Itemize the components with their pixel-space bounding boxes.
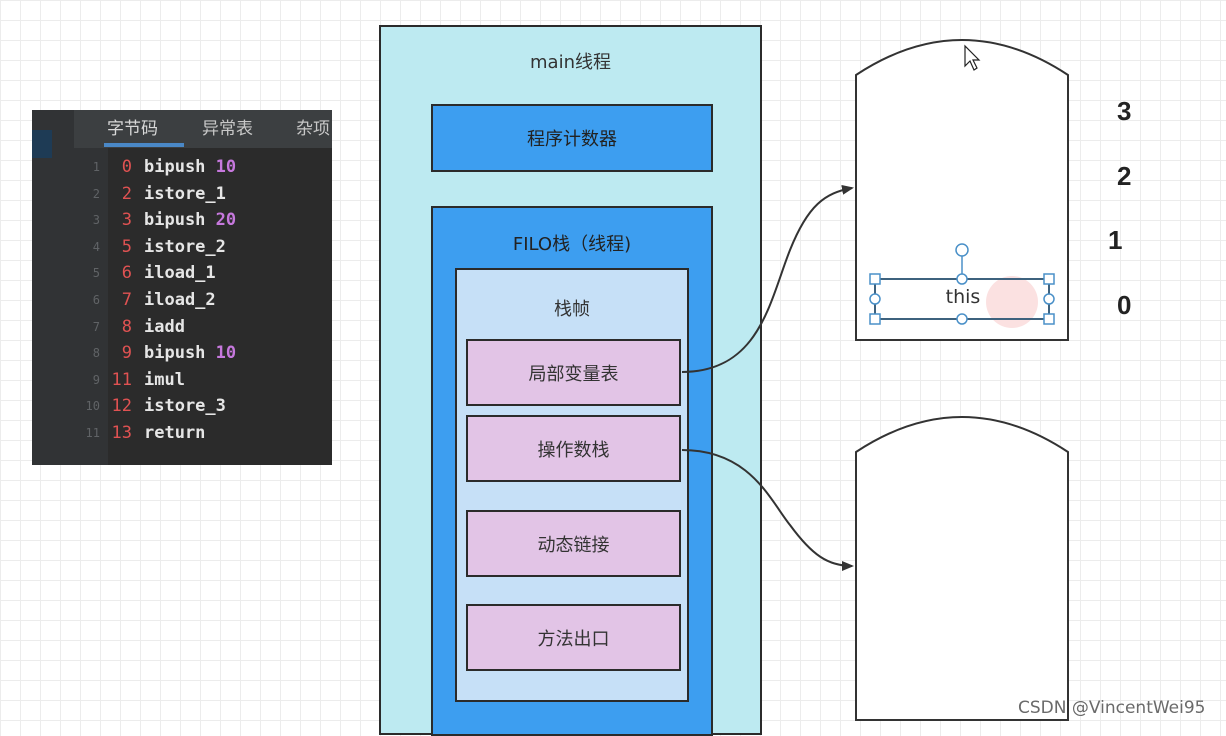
bytecode-instruction: bipush 10 <box>144 340 236 367</box>
bytecode-instruction: istore_3 <box>144 393 226 420</box>
dynamic-linking-box: 动态链接 <box>466 510 681 577</box>
tab-misc[interactable]: 杂项 <box>296 119 330 139</box>
opcode: iadd <box>144 316 185 337</box>
bytecode-instruction: iload_1 <box>144 260 216 287</box>
bytecode-instruction: return <box>144 420 205 447</box>
this-label: this <box>945 286 981 308</box>
local-variable-table-container <box>855 39 1069 341</box>
bytecode-line: 9 11 imul <box>74 367 332 394</box>
opcode: istore_2 <box>144 236 226 257</box>
panel-side-bar <box>32 110 74 465</box>
slot-index-2: 2 <box>1117 161 1132 191</box>
opcode: istore_1 <box>144 183 226 204</box>
line-number: 9 <box>92 372 100 387</box>
slot-index-0: 0 <box>1117 290 1132 320</box>
slot-index-3: 3 <box>1117 96 1132 126</box>
line-number: 2 <box>92 186 100 201</box>
line-number: 4 <box>92 239 100 254</box>
bytecode-offset: 12 <box>111 396 132 417</box>
opcode-argument: 20 <box>215 210 237 231</box>
bytecode-offset: 3 <box>121 210 132 231</box>
bytecode-line: 10 12 istore_3 <box>74 393 332 420</box>
line-number: 10 <box>85 399 100 414</box>
bytecode-offset: 7 <box>121 289 132 310</box>
program-counter-box: 程序计数器 <box>431 104 713 172</box>
filo-stack-title: FILO栈（线程) <box>512 234 632 255</box>
opcode-argument: 10 <box>215 157 237 177</box>
bytecode-line: 7 8 iadd <box>74 314 332 341</box>
resize-handle-right[interactable] <box>1043 293 1055 305</box>
local-vars-connector-arrow <box>681 184 854 373</box>
opcode: iload_1 <box>144 263 216 284</box>
opcode-argument: 10 <box>215 343 237 364</box>
code-area <box>74 148 332 465</box>
resize-handle-top-right[interactable] <box>1043 273 1055 285</box>
stack-frame-title: 栈帧 <box>554 299 590 320</box>
operand-stack-box: 操作数栈 <box>466 415 681 482</box>
watermark: CSDN @VincentWei95 <box>1018 698 1206 718</box>
resize-handle-bottom-left[interactable] <box>869 313 881 325</box>
bytecode-line: 3 3 bipush 20 <box>74 207 332 234</box>
bytecode-line: 5 6 iload_1 <box>74 260 332 287</box>
bytecode-offset: 13 <box>111 422 132 443</box>
slot-index-1: 1 <box>1108 225 1123 255</box>
bytecode-line: 2 2 istore_1 <box>74 181 332 208</box>
operand-stack-connector-arrow <box>681 449 854 571</box>
operand-stack-container <box>855 416 1069 721</box>
bytecode-offset: 2 <box>121 183 132 204</box>
panel-side-marker <box>32 130 52 158</box>
line-number: 5 <box>92 266 100 281</box>
line-number: 6 <box>92 292 100 307</box>
bytecode-instruction: istore_1 <box>144 181 226 208</box>
bytecode-instruction: iload_2 <box>144 287 216 314</box>
bytecode-instruction: istore_2 <box>144 234 226 261</box>
resize-handle-left[interactable] <box>869 293 881 305</box>
tab-exception-table[interactable]: 异常表 <box>202 119 253 139</box>
opcode: bipush <box>144 210 206 231</box>
opcode: istore_3 <box>144 396 226 417</box>
opcode: imul <box>144 369 185 390</box>
line-number: 3 <box>92 213 100 228</box>
bytecode-offset: 0 <box>121 157 132 177</box>
resize-handle-bottom[interactable] <box>956 313 968 325</box>
resize-handle-top-left[interactable] <box>869 273 881 285</box>
line-number: 11 <box>85 425 100 440</box>
bytecode-offset: 8 <box>121 316 132 337</box>
resize-handle-top[interactable] <box>956 273 968 285</box>
bytecode-instruction: bipush 20 <box>144 207 236 234</box>
resize-handle-bottom-right[interactable] <box>1043 313 1055 325</box>
bytecode-line: 8 9 bipush 10 <box>74 340 332 367</box>
method-exit-box: 方法出口 <box>466 604 681 671</box>
bytecode-offset: 6 <box>121 263 132 284</box>
cursor-highlight <box>986 276 1038 328</box>
local-variable-table-box: 局部变量表 <box>466 339 681 406</box>
line-number: 1 <box>92 160 100 174</box>
line-number-gutter <box>74 148 108 465</box>
opcode: bipush <box>144 343 206 364</box>
bytecode-offset: 11 <box>111 369 132 390</box>
bytecode-offset: 5 <box>121 236 132 257</box>
opcode: return <box>144 422 206 443</box>
bytecode-instruction: bipush 10 <box>144 154 236 181</box>
bytecode-line: 4 5 istore_2 <box>74 234 332 261</box>
opcode: bipush <box>144 157 206 177</box>
opcode: iload_2 <box>144 289 216 310</box>
line-number: 8 <box>92 346 100 361</box>
bytecode-line: 11 13 return <box>74 420 332 447</box>
mouse-cursor-icon <box>964 44 981 71</box>
bytecode-offset: 9 <box>121 343 132 364</box>
main-thread-title: main线程 <box>530 52 611 73</box>
bytecode-instruction: imul <box>144 367 185 394</box>
bytecode-line: 6 7 iload_2 <box>74 287 332 314</box>
active-tab-underline <box>104 143 184 147</box>
tab-bytecode[interactable]: 字节码 <box>107 119 158 139</box>
line-number: 7 <box>92 319 100 334</box>
bytecode-instruction: iadd <box>144 314 185 341</box>
rotate-handle[interactable] <box>955 243 969 257</box>
